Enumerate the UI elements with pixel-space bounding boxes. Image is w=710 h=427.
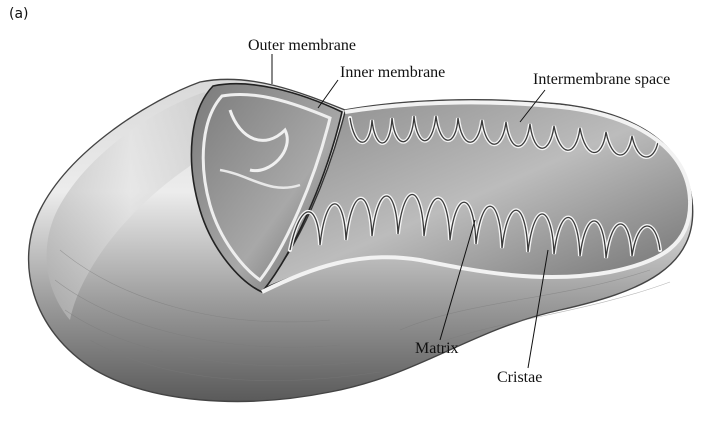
label-cristae: Cristae [497,369,542,387]
panel-label: (a) [9,6,29,22]
label-outer-membrane: Outer membrane [248,37,356,55]
label-matrix: Matrix [415,340,459,358]
label-intermembrane-space: Intermembrane space [533,71,670,89]
label-inner-membrane: Inner membrane [340,64,445,82]
